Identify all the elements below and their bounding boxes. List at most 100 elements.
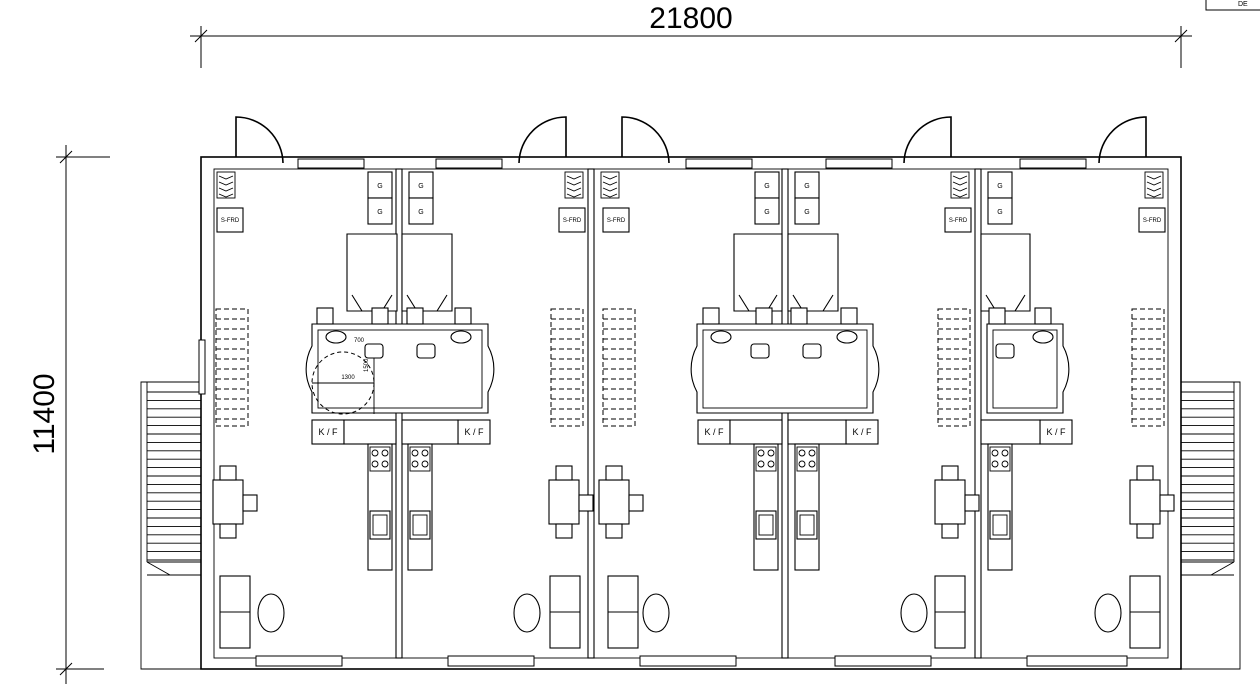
sink-basin xyxy=(992,514,1008,536)
gas-meter-label: G xyxy=(377,183,382,190)
coffee-table xyxy=(642,593,670,633)
height-dimension: 11400 xyxy=(28,145,110,684)
hob-ring xyxy=(381,460,389,468)
hob-ring xyxy=(767,460,775,468)
gas-meter-label: G xyxy=(764,183,769,190)
width-dimension-label: 21800 xyxy=(649,2,732,35)
living-sets xyxy=(219,575,1161,649)
bed-side-box xyxy=(840,307,858,325)
vent-slat xyxy=(566,181,582,186)
smoke-vent-label: S-FRD xyxy=(607,218,626,224)
gas-meter-label: G xyxy=(418,183,423,190)
gas-meter-box xyxy=(408,197,434,225)
hob-ring xyxy=(798,460,806,468)
kitchen-strip xyxy=(407,443,433,571)
hob-ring xyxy=(381,449,389,457)
smoke-vent-box xyxy=(944,207,972,233)
kitchen-fridge-label: K / F xyxy=(1046,427,1066,437)
kitchen-strip xyxy=(753,443,779,571)
bed-side-box xyxy=(316,307,334,325)
hob-ring xyxy=(1001,460,1009,468)
turning-circle-label: 1300 xyxy=(341,375,355,381)
sink-basin xyxy=(412,514,428,536)
sink-basin xyxy=(372,514,388,536)
hob xyxy=(369,446,391,472)
smoke-vent-box xyxy=(602,207,630,233)
coffee-table xyxy=(513,593,541,633)
kitchen-fridge-label: K / F xyxy=(852,427,872,437)
dining-chair xyxy=(578,494,594,512)
gas-meter-box xyxy=(987,171,1013,199)
vent-grille xyxy=(600,171,620,199)
smoke-vent-box xyxy=(558,207,586,233)
vent-grille xyxy=(564,171,584,199)
smoke-vent-label: S-FRD xyxy=(949,218,968,224)
bed-side-box xyxy=(755,307,773,325)
vent-slat xyxy=(1146,187,1162,192)
gas-meter-label: G xyxy=(377,209,382,216)
turning-circle: 1300 700 1500 xyxy=(311,338,375,415)
vent-grille xyxy=(1144,171,1164,199)
clearance-b-label: 1500 xyxy=(364,358,370,372)
corner-tag: DE xyxy=(1238,1,1248,8)
kitchen-strips xyxy=(367,443,1013,571)
gas-meter-box xyxy=(367,197,393,225)
gas-meter-label: G xyxy=(997,183,1002,190)
hob-ring xyxy=(1001,449,1009,457)
kitchen-fridge-label: K / F xyxy=(704,427,724,437)
dining-chair xyxy=(1136,465,1154,481)
vent-slat xyxy=(566,175,582,180)
right-stair xyxy=(1181,381,1241,670)
gas-meter-box xyxy=(367,171,393,199)
dining-chair xyxy=(628,494,644,512)
kitchen-strip xyxy=(987,443,1013,571)
dining-chair xyxy=(605,465,623,481)
kitchen-strip xyxy=(794,443,820,571)
vent-slat xyxy=(1146,175,1162,180)
hob-ring xyxy=(808,460,816,468)
hob-ring xyxy=(991,460,999,468)
coffee-table xyxy=(1094,593,1122,633)
vent-slat xyxy=(218,181,234,186)
hob xyxy=(755,446,777,472)
gas-meter-box xyxy=(794,171,820,199)
dining-chair xyxy=(219,523,237,539)
sink xyxy=(989,510,1011,540)
dining-chair xyxy=(242,494,258,512)
hob-ring xyxy=(757,449,765,457)
corner-tag-box xyxy=(1205,0,1260,11)
kitchen-strip xyxy=(367,443,393,571)
vent-slat xyxy=(952,187,968,192)
dining-chair xyxy=(555,523,573,539)
vent-slat xyxy=(952,181,968,186)
dining-table xyxy=(548,479,580,525)
hob-ring xyxy=(411,449,419,457)
sink xyxy=(755,510,777,540)
vent-grille xyxy=(950,171,970,199)
gas-meter-label: G xyxy=(997,209,1002,216)
dining-chair xyxy=(1136,523,1154,539)
vent-slat xyxy=(566,187,582,192)
bed-side-box xyxy=(790,307,808,325)
gas-meter-box xyxy=(987,197,1013,225)
hob-ring xyxy=(421,449,429,457)
smoke-vent-label: S-FRD xyxy=(221,218,240,224)
gas-meter-label: G xyxy=(804,183,809,190)
wardrobes xyxy=(215,308,1165,427)
vent-slat xyxy=(602,181,618,186)
bed-side-box xyxy=(1034,307,1052,325)
dining-table xyxy=(598,479,630,525)
vent-slat xyxy=(952,175,968,180)
dining-table xyxy=(934,479,966,525)
coffee-table xyxy=(900,593,928,633)
hob-ring xyxy=(757,460,765,468)
sink-basin xyxy=(799,514,815,536)
hob-ring xyxy=(798,449,806,457)
gas-meter-label: G xyxy=(418,209,423,216)
dining-chair xyxy=(941,523,959,539)
dining-chair xyxy=(1159,494,1175,512)
vent-slat xyxy=(602,193,618,198)
vent-slat xyxy=(602,187,618,192)
